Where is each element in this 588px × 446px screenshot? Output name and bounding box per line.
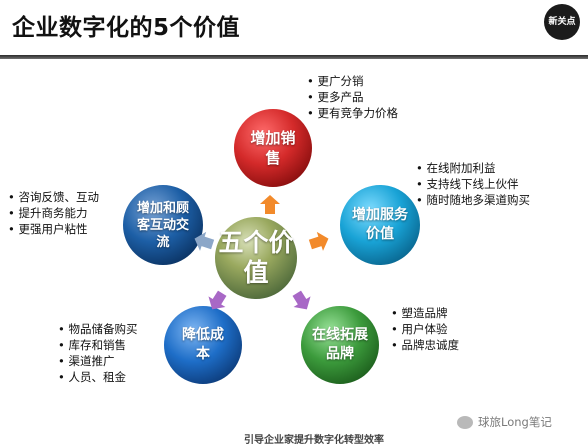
center-circle — [213, 215, 299, 301]
node-interaction-circle — [121, 183, 205, 267]
node-service-label: 增加服务价值 — [352, 207, 408, 242]
list-item: 咨询反馈、互动 — [8, 189, 99, 205]
page-title: 企业数字化的5个价值 — [12, 15, 241, 41]
title-divider — [0, 55, 588, 59]
list-item: 用户体验 — [391, 321, 459, 337]
arrow-up-icon — [260, 195, 280, 214]
brand-bullets: 塑造品牌 用户体验 品牌忠诚度 — [391, 305, 459, 353]
node-interaction-label: 增加和顾客互动交流 — [137, 200, 190, 250]
list-item: 人员、租金 — [58, 369, 137, 385]
arrow-right-icon — [308, 231, 329, 251]
list-item: 更有竞争力价格 — [307, 105, 398, 121]
logo: 新关点 — [544, 4, 580, 40]
center-label: 五个价值 — [218, 228, 294, 287]
list-item: 物品储备购买 — [58, 321, 137, 337]
arrow-down-right-icon — [292, 290, 311, 310]
watermark-text: 球旅Long笔记 — [478, 415, 552, 429]
footer-caption: 引导企业家提升数字化转型效率 — [244, 435, 384, 446]
list-item: 支持线下线上伙伴 — [416, 176, 530, 192]
list-item: 更广分销 — [307, 73, 398, 89]
node-sales-label: 增加销售 — [250, 129, 296, 167]
node-service-circle — [338, 183, 422, 267]
list-item: 渠道推广 — [58, 353, 137, 369]
list-item: 品牌忠诚度 — [391, 337, 459, 353]
node-sales-circle — [232, 107, 314, 189]
list-item: 塑造品牌 — [391, 305, 459, 321]
logo-text: 新关点 — [548, 17, 576, 27]
wechat-icon — [457, 415, 473, 429]
list-item: 更多产品 — [307, 89, 398, 105]
interaction-bullets: 咨询反馈、互动 提升商务能力 更强用户粘性 — [8, 189, 99, 237]
list-item: 随时随地多渠道购买 — [416, 192, 530, 208]
list-item: 库存和销售 — [58, 337, 137, 353]
service-bullets: 在线附加利益 支持线下线上伙伴 随时随地多渠道购买 — [416, 160, 530, 208]
node-brand-circle — [299, 304, 381, 386]
node-brand-label: 在线拓展品牌 — [312, 327, 368, 362]
sales-bullets: 更广分销 更多产品 更有竞争力价格 — [307, 73, 398, 121]
watermark: 球旅Long笔记 — [457, 414, 552, 430]
list-item: 提升商务能力 — [8, 205, 99, 221]
arrow-down-left-icon — [208, 290, 227, 310]
list-item: 更强用户粘性 — [8, 221, 99, 237]
list-item: 在线附加利益 — [416, 160, 530, 176]
node-cost-circle — [162, 304, 244, 386]
node-cost-label: 降低成本 — [182, 327, 224, 362]
arrow-left-icon — [194, 231, 215, 251]
cost-bullets: 物品储备购买 库存和销售 渠道推广 人员、租金 — [58, 321, 137, 385]
